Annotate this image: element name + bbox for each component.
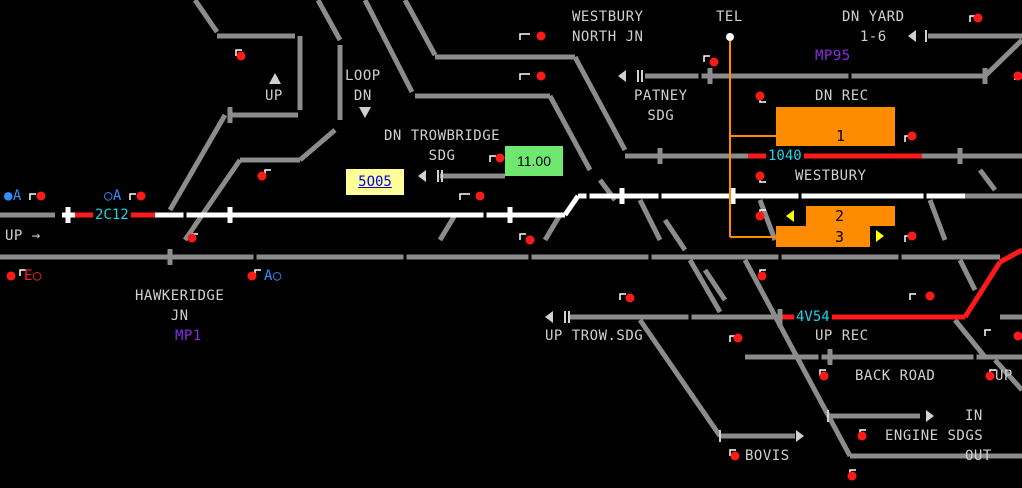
signal-icon[interactable] bbox=[459, 191, 485, 201]
signal-icon[interactable] bbox=[729, 449, 740, 461]
signal-icon[interactable] bbox=[519, 31, 546, 41]
berth-1040[interactable]: 1040 bbox=[766, 148, 804, 164]
signal-icon[interactable] bbox=[819, 369, 829, 381]
hawkeridge-jn-label: HAWKERIDGE JN bbox=[135, 288, 225, 324]
mp1-label: MP1 bbox=[175, 328, 202, 344]
tel-label: TEL bbox=[716, 9, 743, 25]
auto-marker-left[interactable]: ●A bbox=[4, 188, 22, 204]
signal-icon[interactable] bbox=[755, 209, 767, 221]
buffer-arrow-icon bbox=[796, 430, 804, 442]
signal-icon[interactable] bbox=[519, 233, 535, 245]
platform-3-arrow-icon bbox=[876, 230, 884, 242]
engine-sdgs-in-label: IN bbox=[965, 408, 983, 424]
buffer-arrow-icon bbox=[545, 311, 553, 323]
buffer-arrow-icon bbox=[618, 70, 626, 82]
signal-icon[interactable] bbox=[129, 191, 146, 201]
down-arrow-icon bbox=[359, 107, 371, 118]
dn-yard-label: DN YARD 1-6 bbox=[842, 9, 905, 45]
a-marker[interactable]: A○ bbox=[264, 268, 282, 284]
auto-marker-mid[interactable]: ○A bbox=[104, 188, 122, 204]
signal-icon[interactable] bbox=[489, 153, 505, 163]
signal-icon[interactable] bbox=[985, 369, 997, 381]
signal-icon[interactable] bbox=[969, 13, 983, 23]
signal-icon[interactable] bbox=[29, 191, 46, 201]
up-arrow-icon bbox=[269, 73, 281, 84]
signal-icon[interactable] bbox=[755, 91, 767, 103]
signal-icon[interactable] bbox=[187, 233, 199, 243]
signal-icon[interactable] bbox=[247, 269, 262, 281]
signal-icon[interactable] bbox=[519, 71, 546, 81]
e-marker[interactable]: E○ bbox=[24, 268, 42, 284]
signal-icon[interactable] bbox=[755, 171, 767, 183]
dn-rec-label: DN REC bbox=[815, 88, 869, 104]
platform-2-number: 2 bbox=[835, 207, 845, 225]
up-rec-label: UP REC bbox=[815, 328, 869, 344]
signal-icon[interactable] bbox=[904, 131, 917, 143]
berth-2c12[interactable]: 2C12 bbox=[93, 207, 131, 223]
signal-icon[interactable] bbox=[757, 269, 767, 281]
up-loop-label: UP bbox=[265, 88, 283, 104]
platform-1-number: 1 bbox=[836, 127, 846, 145]
signal-icon[interactable] bbox=[703, 55, 719, 67]
buffer-arrow-icon bbox=[908, 30, 916, 42]
up-right-label: UP bbox=[995, 368, 1013, 384]
signal-icon[interactable] bbox=[847, 469, 857, 481]
back-road-label: BACK ROAD bbox=[855, 368, 936, 384]
westbury-north-jn-label: WESTBURY NORTH JN bbox=[572, 9, 644, 45]
buffer-arrow-icon bbox=[418, 170, 426, 182]
signal-icon[interactable] bbox=[729, 333, 743, 343]
tel-indicator[interactable] bbox=[726, 33, 734, 41]
platform-2-3 bbox=[776, 206, 895, 247]
signal-icon[interactable] bbox=[909, 291, 935, 301]
signal-icon[interactable] bbox=[984, 329, 1022, 341]
patney-sdg-label: PATNEY SDG bbox=[634, 88, 688, 124]
engine-sdgs-out-label: OUT bbox=[965, 448, 992, 464]
platform-1 bbox=[776, 107, 895, 146]
up-line-label: UP → bbox=[5, 228, 41, 244]
buffer-arrow-icon bbox=[926, 410, 934, 422]
signal-icon[interactable] bbox=[619, 293, 635, 303]
dn-trowbridge-sdg-label: DN TROWBRIDGE SDG bbox=[384, 128, 501, 164]
bovis-label: BOVIS bbox=[745, 448, 790, 464]
berth-5o05[interactable]: 5O05 bbox=[346, 169, 404, 195]
signal-icon[interactable] bbox=[904, 231, 917, 243]
loop-dn-label: LOOP DN bbox=[345, 68, 381, 104]
signal-icon[interactable] bbox=[6, 269, 27, 281]
time-tag[interactable]: 11.00 bbox=[505, 146, 563, 176]
signal-icon[interactable] bbox=[857, 429, 867, 441]
berth-4v54[interactable]: 4V54 bbox=[794, 309, 832, 325]
westbury-label: WESTBURY bbox=[795, 168, 867, 184]
signal-icon[interactable] bbox=[257, 169, 272, 181]
signal-icon[interactable] bbox=[1013, 71, 1022, 81]
mp95-label: MP95 bbox=[815, 48, 851, 64]
platform-2-arrow-icon bbox=[786, 210, 794, 222]
signal-icon[interactable] bbox=[235, 49, 246, 61]
engine-sdgs-label: ENGINE SDGS bbox=[885, 428, 984, 444]
up-trow-sdg-label: UP TROW.SDG bbox=[545, 328, 644, 344]
platform-3-number: 3 bbox=[835, 228, 845, 246]
